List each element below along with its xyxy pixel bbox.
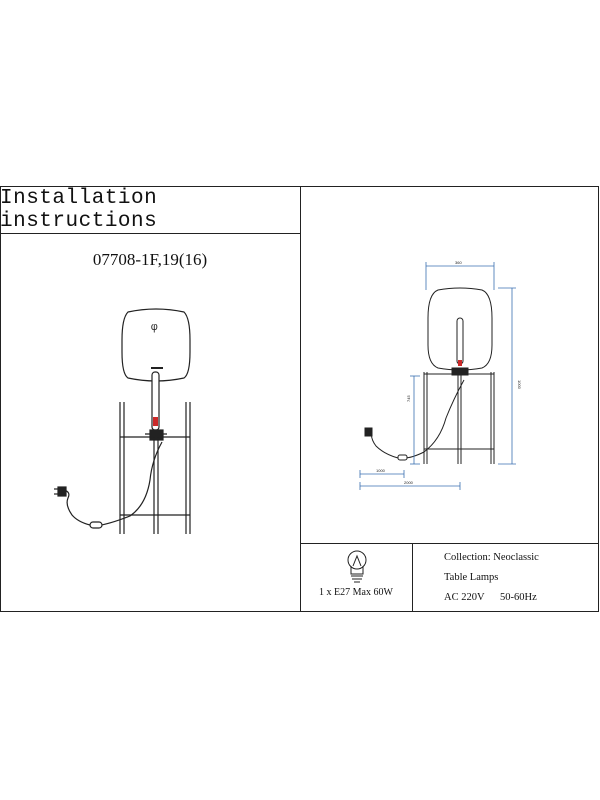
- center-divider: [300, 186, 301, 612]
- instruction-sheet-frame: [0, 186, 599, 612]
- lamp-illustration-left: φ: [54, 308, 191, 534]
- dimension-lines: [359, 262, 516, 490]
- lamp-illustration-right: [364, 287, 495, 464]
- page-title: Installation instructions: [0, 186, 158, 233]
- dim-cable-short: 1000: [376, 468, 386, 473]
- product-category: Table Lamps: [444, 572, 499, 583]
- light-bulb-icon: [347, 550, 367, 583]
- voltage: AC 220V: [444, 592, 485, 603]
- spec-divider: [412, 543, 413, 612]
- frequency: 50-60Hz: [500, 592, 537, 603]
- dim-frame-height: 745: [406, 395, 411, 402]
- collection-name: Collection: Neoclassic: [444, 552, 539, 563]
- spec-row-top: [300, 543, 599, 544]
- svg-text:φ: φ: [151, 322, 158, 334]
- title-underline: [0, 233, 300, 234]
- dim-shade-width: 360: [455, 260, 462, 265]
- bulb-spec: 1 x E27 Max 60W: [319, 587, 393, 598]
- dim-total-height: 1000: [517, 380, 522, 390]
- dimension-labels: 360 1000 745 1000 2000: [376, 260, 522, 485]
- model-code: 07708-1F,19(16): [92, 250, 208, 269]
- dim-cable-long: 2000: [404, 480, 414, 485]
